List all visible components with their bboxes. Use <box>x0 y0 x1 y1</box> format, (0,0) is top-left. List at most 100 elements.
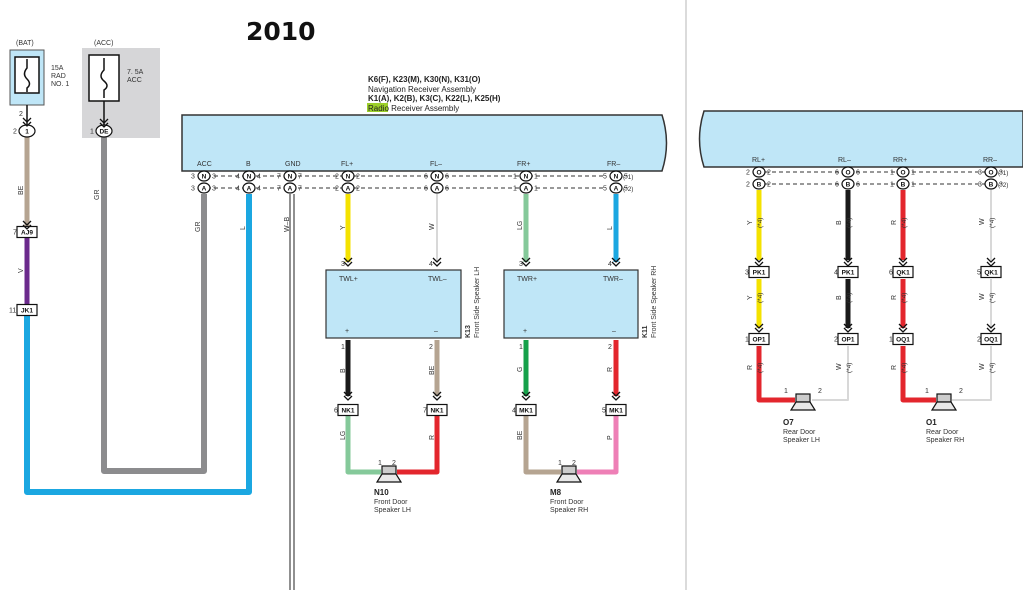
connector-letter: N <box>288 173 293 180</box>
connector-letter: O <box>900 169 905 176</box>
connector-pin: 1 <box>90 129 94 136</box>
connector-pin-left: 5 <box>603 174 607 181</box>
chevron-stroke <box>22 220 32 226</box>
speaker-id: O1 <box>926 418 937 427</box>
connector-box <box>892 332 914 346</box>
chevron-stroke <box>22 121 32 127</box>
terminal-b: B <box>246 161 251 168</box>
note-2-right: (*2) <box>998 182 1008 189</box>
chevron-icon <box>521 391 531 401</box>
connector-circle <box>430 182 444 194</box>
chevron-icon <box>754 257 764 267</box>
connector-pin-right: 2 <box>767 182 771 189</box>
receiver-radio-models: K1(A), K2(B), K3(C), K22(L), K25(H) <box>368 94 501 103</box>
chevron-icon <box>343 391 353 401</box>
wire-note-label: (*4) <box>757 293 764 303</box>
connector-label: QK1 <box>984 270 998 277</box>
pin-twl-neg: 4 <box>429 261 433 268</box>
wire-color-label: W <box>429 223 436 230</box>
connector-letter: A <box>524 185 529 192</box>
tweeter-lh-id: K13 <box>465 325 472 338</box>
wire-color-label: W <box>836 363 843 370</box>
tweeter-lh-plus-symbol: + <box>345 328 349 335</box>
wire-r-rr-3 <box>900 346 936 403</box>
connector-letter: A <box>435 185 440 192</box>
connector-pin: 3 <box>745 270 749 277</box>
speaker-pin-2: 2 <box>818 388 822 395</box>
wire-color-label: LG <box>340 431 347 440</box>
chevron-stroke <box>521 257 531 263</box>
tweeter-lh-minus-symbol: – <box>434 328 438 335</box>
speaker-desc-2: Speaker RH <box>550 507 588 514</box>
fuse-connector: 12 <box>13 124 36 138</box>
speaker-cone <box>555 473 583 483</box>
speaker-pin-1: 1 <box>925 388 929 395</box>
fuse-bat-icon <box>23 59 31 92</box>
wire-color-label: R <box>747 365 754 370</box>
chevron-stroke <box>343 395 353 401</box>
chevron-stroke <box>898 323 908 329</box>
connector-pin: 5 <box>602 408 606 415</box>
speaker-pin-1: 1 <box>784 388 788 395</box>
chevron-icon <box>521 257 531 267</box>
wire-color-label: W <box>979 218 986 225</box>
connector-letter: A <box>614 185 619 192</box>
chevron-stroke <box>986 323 996 329</box>
connector-pin-left: 1 <box>890 182 894 189</box>
connector-box <box>748 332 770 346</box>
wire-note-label: (*4) <box>901 293 908 303</box>
chevron-stroke <box>611 395 621 401</box>
wire-color-label: V <box>18 268 25 273</box>
connector-box <box>16 225 38 239</box>
connector-circle <box>984 166 998 178</box>
connector-pin-left: 1 <box>890 170 894 177</box>
connector-pin-left: 6 <box>424 186 428 193</box>
connector-letter: DE <box>99 129 109 136</box>
wire-color-label: LG <box>517 221 524 230</box>
chevron-icon <box>754 323 764 333</box>
speaker-id: O7 <box>783 418 794 427</box>
chevron-icon <box>843 323 853 333</box>
chevron-stroke <box>22 117 32 123</box>
chevron-stroke <box>898 327 908 333</box>
tweeter-lh-desc: Front Side Speaker LH <box>474 267 481 338</box>
wire-w-rr-3 <box>952 346 992 401</box>
chevron-stroke <box>22 224 32 230</box>
wire-color-label: P <box>607 435 614 440</box>
fuse-bat-pin: 2 <box>19 111 23 118</box>
fuse-acc-icon <box>100 58 108 98</box>
connector-letter: A <box>288 185 293 192</box>
wire-note-label: (*4) <box>846 218 853 228</box>
chevrons <box>22 117 996 401</box>
wire-gr <box>101 137 207 474</box>
pin-twl-pos: 3 <box>341 261 345 268</box>
speaker-desc-1: Front Door <box>374 499 408 506</box>
chevron-stroke <box>521 391 531 397</box>
year-title: 2010 <box>246 17 316 46</box>
wire-color-label: W–B <box>284 217 291 233</box>
speaker-desc-2: Speaker LH <box>374 507 411 514</box>
connector-letter: B <box>757 181 762 188</box>
wire-color-label: L <box>240 226 247 230</box>
speaker-desc-1: Front Door <box>550 499 584 506</box>
connector-pin-right: 3 <box>999 170 1003 177</box>
connector-circle <box>519 182 533 194</box>
chevron-stroke <box>343 257 353 263</box>
connector-box <box>515 403 537 417</box>
radio-highlight <box>367 103 388 112</box>
